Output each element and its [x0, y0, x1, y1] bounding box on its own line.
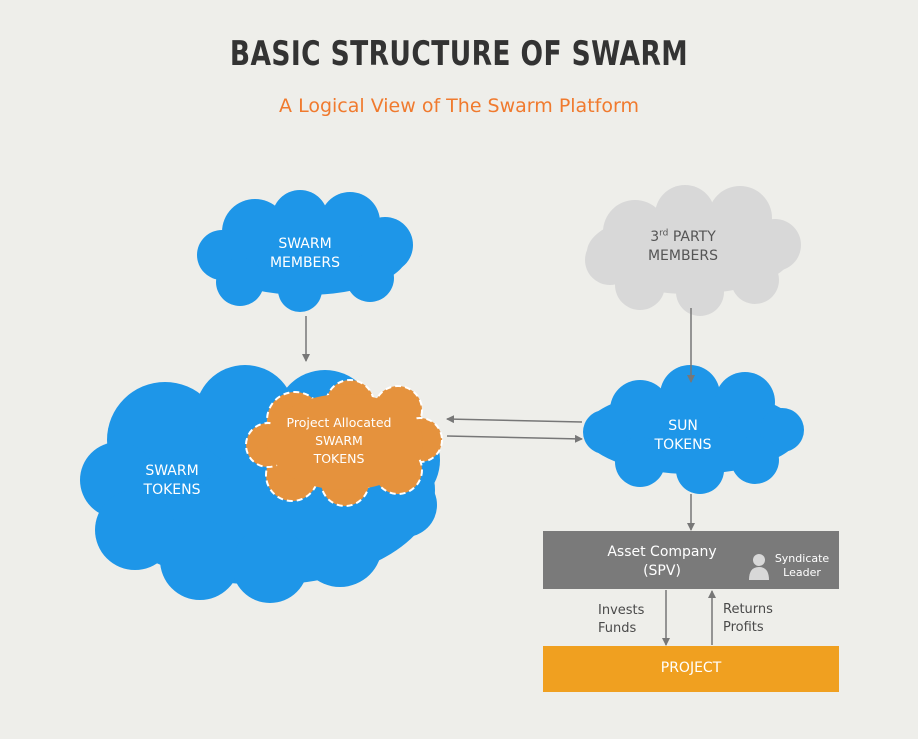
syndicate-leader-label: Syndicate Leader [774, 552, 830, 579]
asset-company-box [543, 531, 839, 589]
project-box [543, 646, 839, 692]
project-allocated-cloud-fill [267, 394, 423, 490]
asset-company-label: Asset Company (SPV) [607, 544, 717, 579]
third-party-members-cloud [585, 185, 801, 316]
page-title: BASIC STRUCTURE OF SWARM [229, 34, 689, 74]
third-party-members-label: 3rd PARTY MEMBERS [647, 228, 719, 264]
person-icon [749, 554, 769, 580]
returns-profits-label: Returns Profits [723, 602, 773, 635]
swarm-members-label: SWARM MEMBERS [269, 236, 341, 271]
arrow-sun-to-project-allocated [446, 415, 583, 424]
swarm-members-cloud [197, 190, 413, 312]
project-allocated-label: Project Allocated SWARM TOKENS [286, 415, 392, 466]
project-label: PROJECT [660, 660, 722, 676]
arrow-project-allocated-to-sun [446, 434, 583, 443]
sun-tokens-cloud [583, 365, 804, 494]
invests-funds-label: Invests Funds [598, 603, 645, 636]
sun-tokens-label: SUN TOKENS [654, 418, 712, 453]
page-subtitle: A Logical View of The Swarm Platform [279, 95, 639, 117]
swarm-tokens-label: SWARM TOKENS [143, 463, 201, 498]
